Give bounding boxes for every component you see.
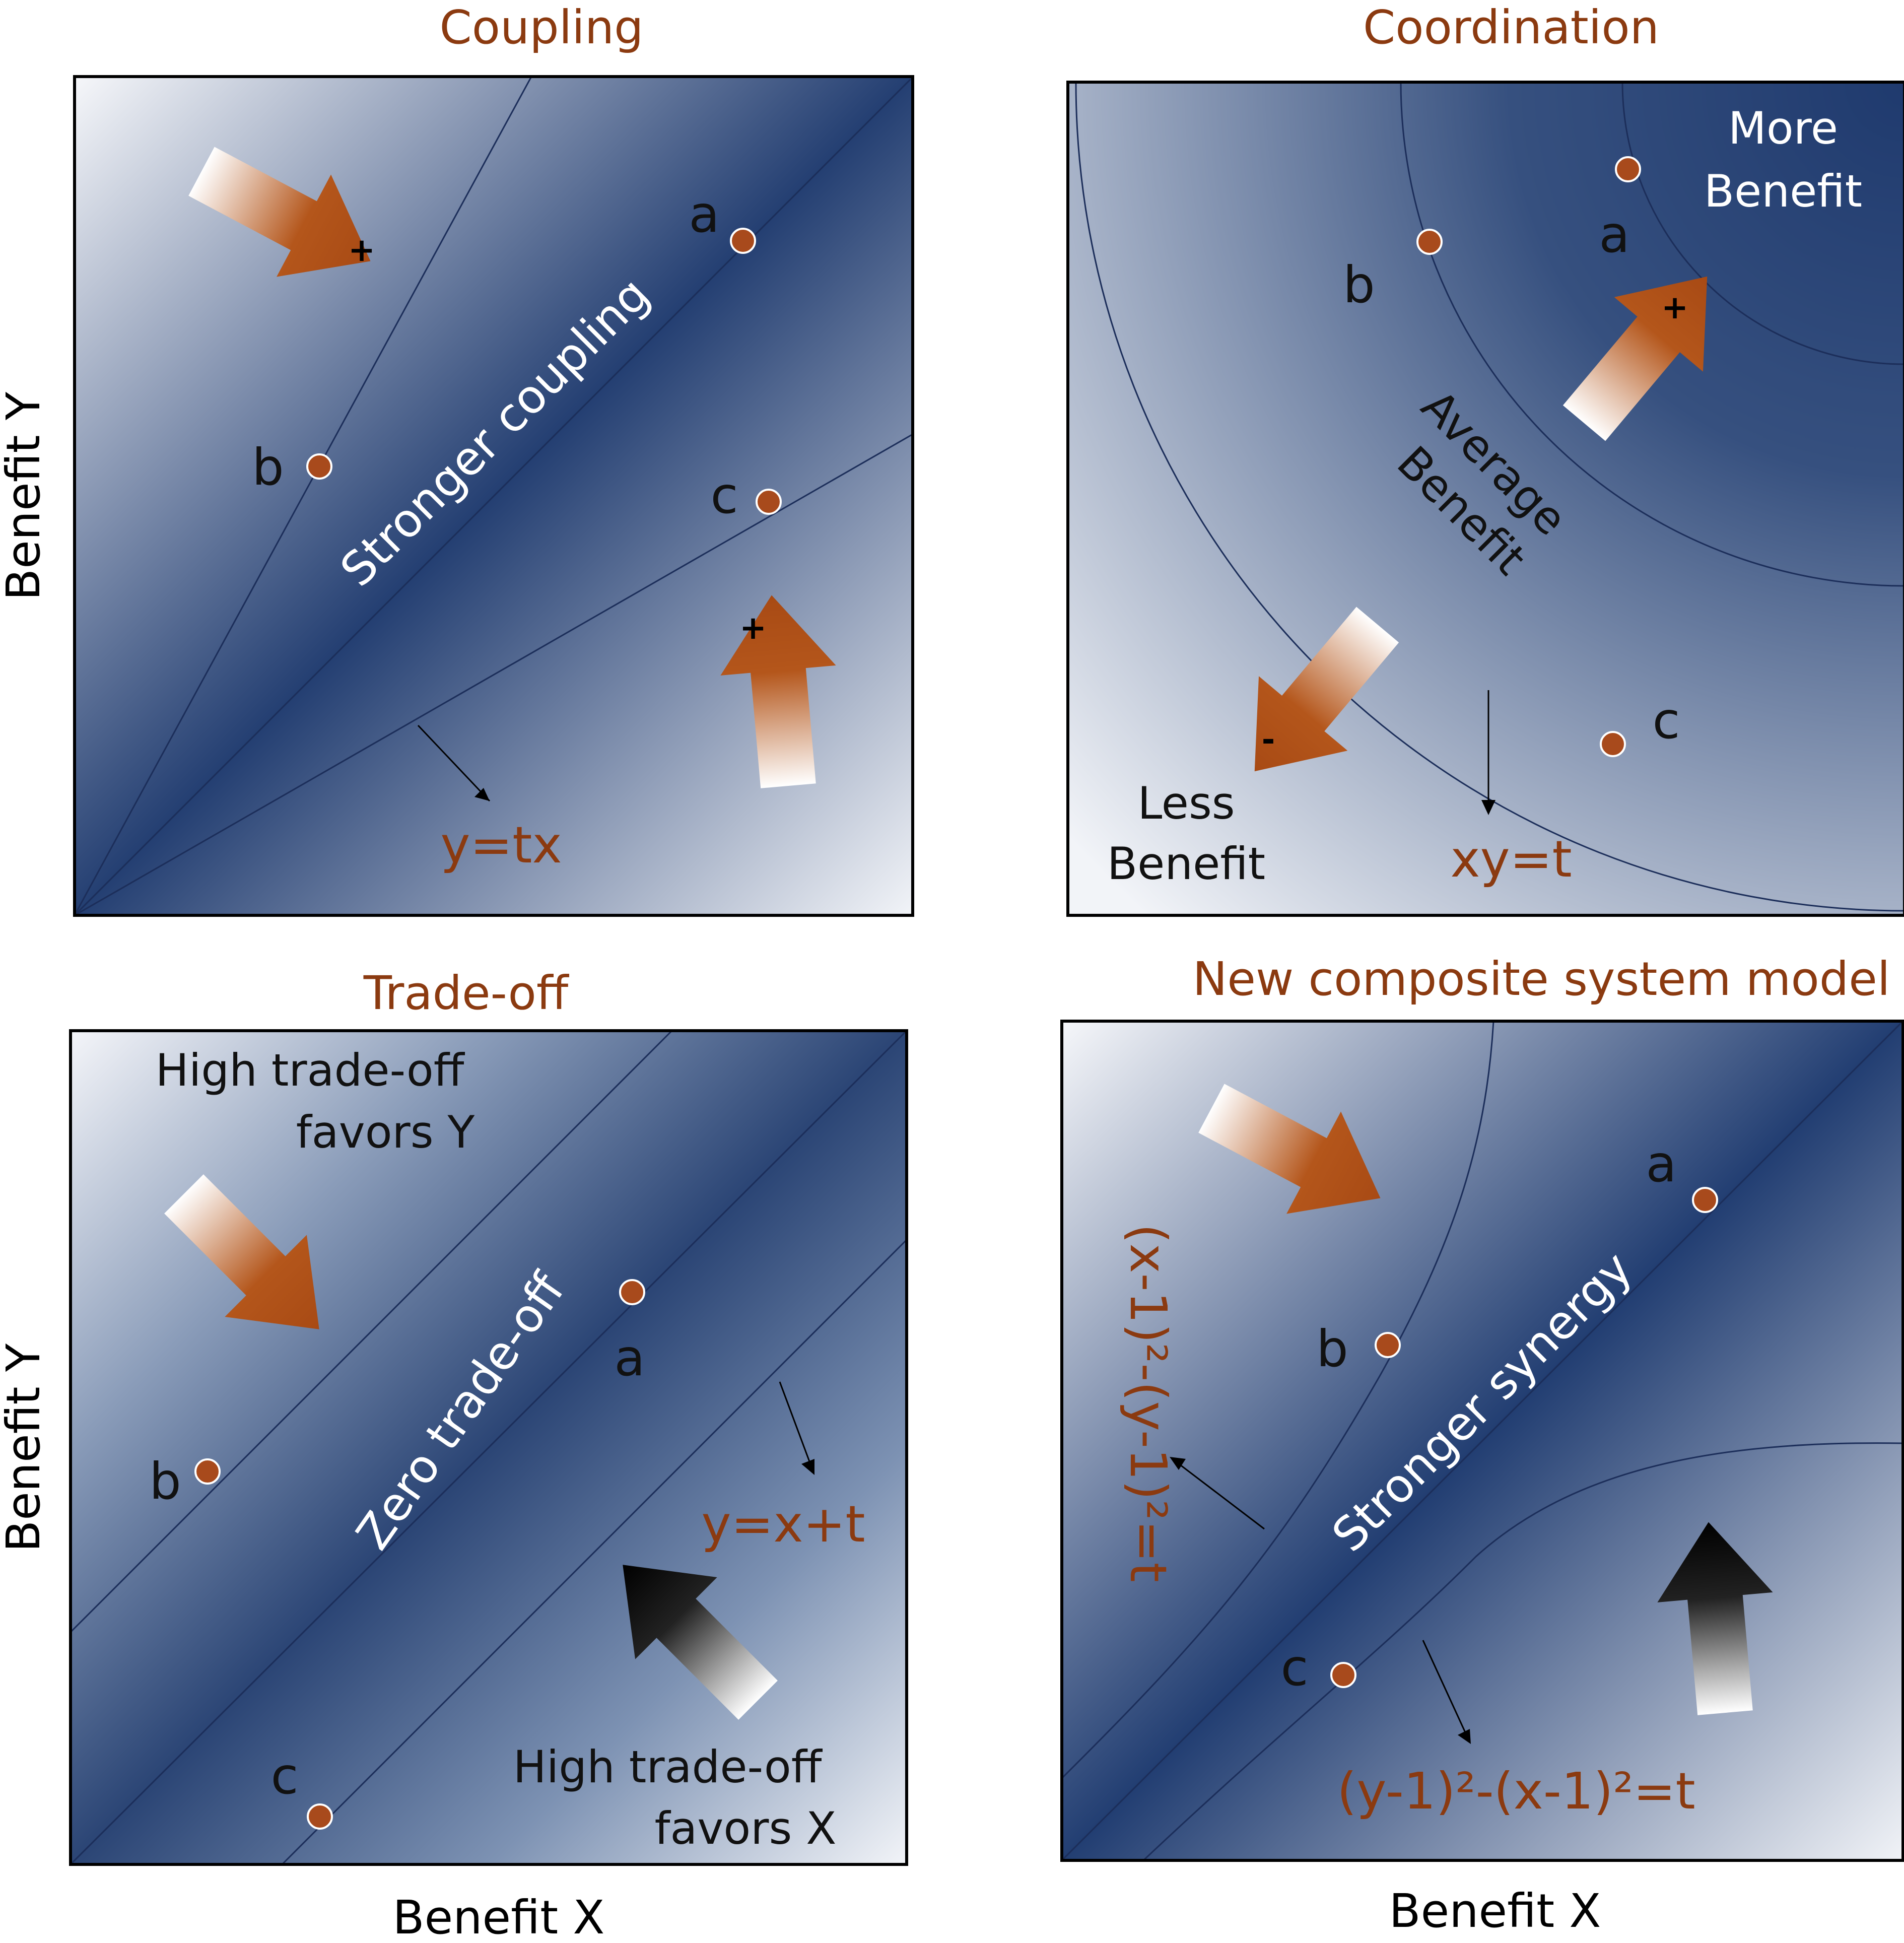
composite-diagonal-line <box>1062 1021 1903 1860</box>
composite-arrow-orange <box>1198 1084 1381 1214</box>
coordination-background <box>1068 82 1904 915</box>
coupling-point-b <box>306 453 332 480</box>
coupling-arrow-upper <box>188 147 371 277</box>
coupling-label-a: a <box>689 185 719 244</box>
tradeoff-arrow-black <box>623 1565 778 1720</box>
tradeoff-point-b <box>194 1458 221 1485</box>
composite-lower-direction-arrow <box>1422 1640 1469 1739</box>
coupling-frame <box>73 75 914 917</box>
tradeoff-zero-line <box>71 1031 907 1864</box>
composite-upper-curve <box>1062 1021 1494 1779</box>
coupling-point-a <box>730 228 756 254</box>
coordination-more-label-2: Benefit <box>1704 165 1862 217</box>
coordination-equation: xy=t <box>1450 830 1572 889</box>
composite-title: New composite system model <box>1193 952 1890 1006</box>
coordination-point-b <box>1416 229 1443 255</box>
coordination-less-label-1: Less <box>1137 777 1235 829</box>
composite-frame <box>1060 1020 1904 1862</box>
coordination-frame <box>1066 81 1904 917</box>
coordination-arrow-up <box>1562 276 1708 441</box>
coupling-direction-arrow <box>417 724 491 802</box>
coupling-arrow-lower <box>720 595 836 788</box>
coupling-point-c <box>756 489 782 515</box>
tradeoff-point-c <box>307 1803 333 1830</box>
coordination-label-c: c <box>1653 691 1680 750</box>
coupling-sign-upper: + <box>348 232 375 269</box>
coupling-steep-line <box>75 77 532 915</box>
coordination-less-label-2: Benefit <box>1107 838 1265 890</box>
composite-point-a <box>1692 1187 1718 1213</box>
tradeoff-title: Trade-off <box>363 966 570 1020</box>
y-axis-label-bottom: Benefit Y <box>0 1343 50 1552</box>
coordination-direction-arrowhead <box>1481 800 1495 815</box>
composite-upper-direction-arrowhead <box>1170 1457 1186 1470</box>
coupling-sign-lower: + <box>739 610 767 647</box>
tradeoff-label-c: c <box>271 1747 299 1805</box>
tradeoff-direction-arrowhead <box>801 1459 814 1475</box>
coordination-point-c <box>1600 731 1626 757</box>
tradeoff-top-label-1: High trade-off <box>156 1044 465 1096</box>
tradeoff-panel: Trade-off High trade-off favors Y High t… <box>69 966 908 1866</box>
composite-upper-direction-arrow <box>1173 1459 1265 1530</box>
coordination-more-label-1: More <box>1728 102 1838 154</box>
coordination-point-a <box>1615 156 1641 182</box>
coupling-direction-arrowhead <box>474 788 490 801</box>
tradeoff-label-a: a <box>614 1328 645 1387</box>
composite-equation-upper: (x-1)²-(y-1)²=t <box>1119 1224 1178 1582</box>
tradeoff-label-b: b <box>149 1452 181 1511</box>
coupling-shallow-line <box>75 433 913 915</box>
coupling-equation: y=tx <box>440 816 562 875</box>
tradeoff-direction-arrow <box>779 1381 814 1471</box>
composite-point-c <box>1330 1662 1356 1688</box>
composite-arrow-black <box>1657 1522 1773 1715</box>
composite-label-b: b <box>1316 1319 1348 1378</box>
composite-point-b <box>1375 1332 1401 1358</box>
x-axis-label-left: Benefit X <box>393 1891 605 1943</box>
composite-panel: New composite system model Stronger syne… <box>1060 952 1904 1862</box>
coupling-diagonal-line <box>75 77 913 915</box>
coupling-label-b: b <box>252 438 284 497</box>
tradeoff-arrow-orange <box>164 1174 319 1329</box>
coordination-sign-plus: + <box>1661 289 1688 326</box>
tradeoff-frame <box>69 1029 908 1866</box>
tradeoff-top-label-2: favors Y <box>296 1106 475 1158</box>
composite-equation-lower: (y-1)²-(x-1)²=t <box>1337 1762 1695 1821</box>
coordination-sign-minus: - <box>1262 721 1275 759</box>
tradeoff-upper-line <box>71 1031 673 1633</box>
x-axis-label-right: Benefit X <box>1389 1884 1601 1938</box>
tradeoff-bottom-label-2: favors X <box>654 1802 836 1854</box>
coupling-panel: Coupling + + Stronger coupling y=tx a b … <box>73 1 914 917</box>
tradeoff-lower-line <box>281 1239 907 1864</box>
composite-lower-direction-arrowhead <box>1458 1729 1471 1744</box>
coordination-title: Coordination <box>1363 1 1659 54</box>
coordination-arrow-down <box>1254 607 1399 772</box>
composite-lower-curve <box>1142 1442 1903 1860</box>
composite-label-a: a <box>1646 1134 1676 1193</box>
tradeoff-equation: y=x+t <box>701 1495 865 1554</box>
composite-label-c: c <box>1281 1638 1309 1697</box>
coupling-title: Coupling <box>439 1 643 54</box>
tradeoff-point-a <box>619 1279 645 1305</box>
coordination-label-a: a <box>1599 205 1629 264</box>
tradeoff-bottom-label-1: High trade-off <box>513 1741 823 1793</box>
coordination-label-b: b <box>1343 255 1375 314</box>
coordination-panel: Coordination + - More Benefit Average Be… <box>1066 1 1904 917</box>
y-axis-label-top: Benefit Y <box>0 391 50 600</box>
coupling-label-c: c <box>711 466 738 525</box>
